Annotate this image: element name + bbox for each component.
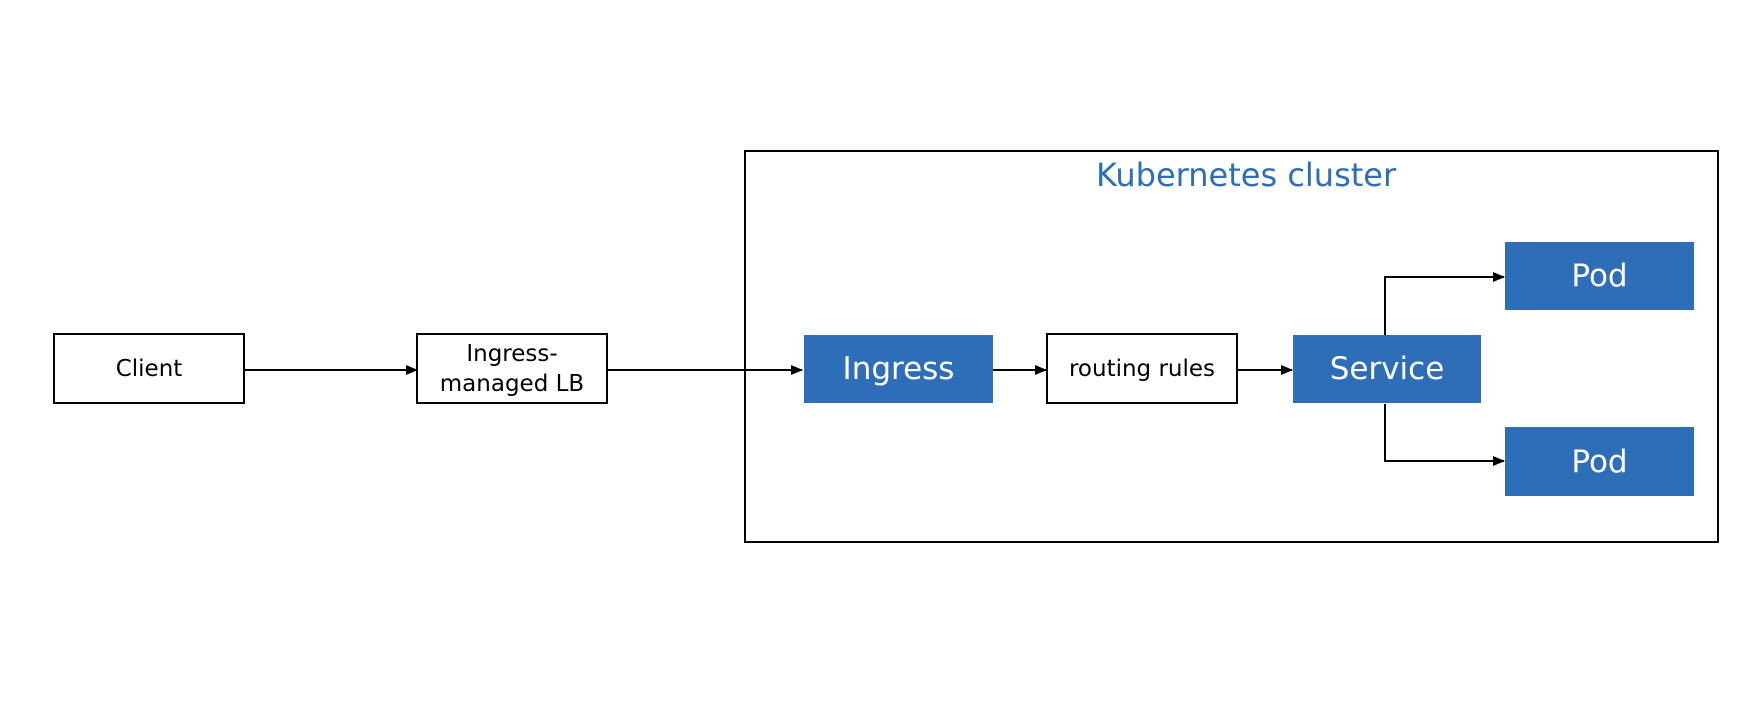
client-label: Client — [115, 355, 183, 382]
pod-bottom-label: Pod — [1571, 443, 1628, 480]
pod-top-label: Pod — [1571, 258, 1628, 294]
ingress-label: Ingress — [842, 351, 955, 387]
edge-service-to-pod-top — [1384, 272, 1505, 335]
ingress-managed-lb-label: Ingress- managed LB — [439, 340, 585, 397]
pod-node-top: Pod — [1505, 242, 1694, 310]
routing-rules-label: routing rules — [1068, 355, 1216, 382]
pod-node-bottom: Pod — [1505, 427, 1694, 496]
client-node: Client — [53, 333, 245, 404]
kubernetes-cluster-boundary — [744, 150, 1719, 543]
ingress-managed-lb-node: Ingress- managed LB — [416, 333, 608, 404]
routing-rules-node: routing rules — [1046, 333, 1238, 404]
cluster-title: Kubernetes cluster — [1096, 156, 1397, 194]
service-node: Service — [1293, 335, 1481, 403]
ingress-node: Ingress — [804, 335, 993, 403]
service-label: Service — [1329, 351, 1445, 387]
edge-service-to-pod-bottom — [1384, 404, 1505, 466]
